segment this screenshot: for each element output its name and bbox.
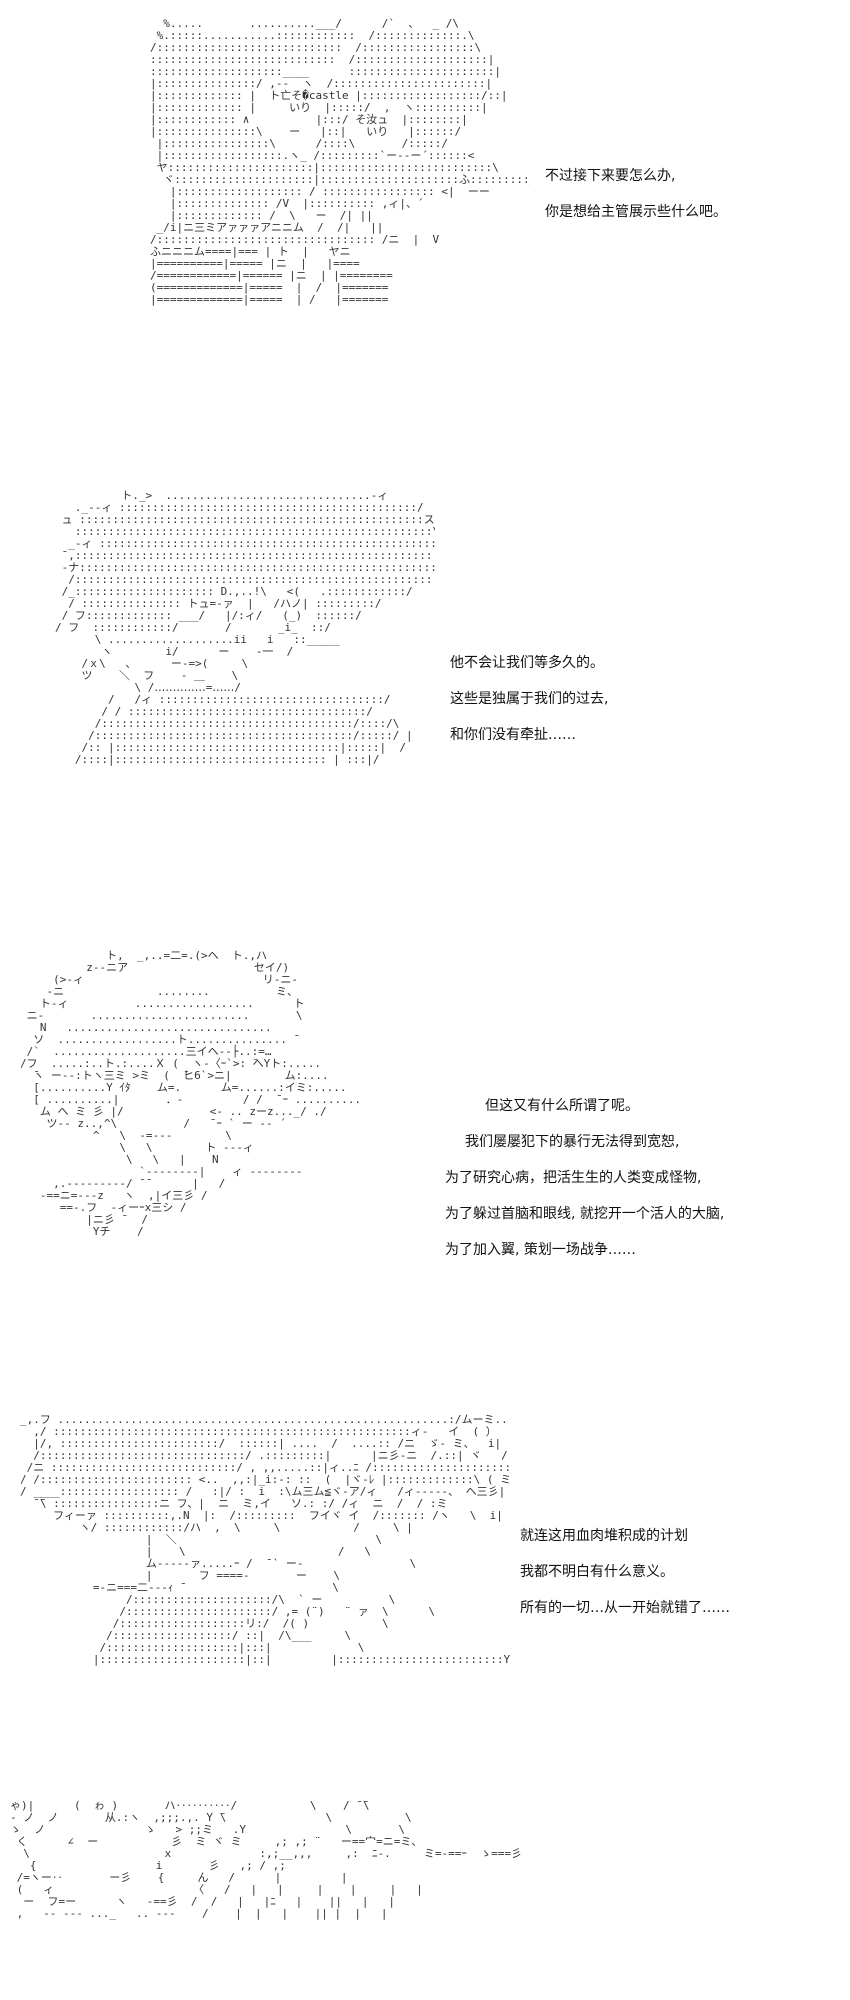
panel-1: %..... ..........___/ /` 、 _ /\ %.:::::.… bbox=[0, 0, 850, 450]
panel-1-dialog: 不过接下来要怎么办, 你是想给主管展示些什么吧。 bbox=[545, 158, 727, 230]
panel-3-dialog: 但这又有什么所谓了呢。 我们屡屡犯下的暴行无法得到宽恕, 为了研究心病，把活生生… bbox=[445, 1088, 724, 1268]
ascii-art-hooded-figure: _,.フ ...................................… bbox=[20, 1414, 510, 1666]
dialog-line: 为了加入翼, 策划一场战争…… bbox=[445, 1242, 636, 1258]
dialog-line: 他不会让我们等多久的。 bbox=[450, 655, 604, 671]
dialog-line: 不过接下来要怎么办, bbox=[545, 168, 676, 184]
dialog-line: 你是想给主管展示些什么吧。 bbox=[545, 204, 727, 220]
dialog-line: 我们屡屡犯下的暴行无法得到宽恕, bbox=[465, 1134, 680, 1150]
dialog-line: 所有的一切…从一开始就错了…… bbox=[520, 1600, 730, 1616]
dialog-line: 为了躲过首脑和眼线, 就挖开一个活人的大脑, bbox=[445, 1206, 725, 1222]
dialog-line: 就连这用血肉堆积成的计划 bbox=[520, 1528, 688, 1544]
ascii-art-smiling-figure: ト, _,..=二=.(>ヘ ト.,ハ z--ニア セイ/) (>-ィ リ-ニ-… bbox=[20, 950, 362, 1238]
panel-2: ト._> ...............................-ィ .… bbox=[0, 480, 850, 940]
panel-4-dialog: 就连这用血肉堆积成的计划 我都不明白有什么意义。 所有的一切…从一开始就错了…… bbox=[520, 1518, 730, 1626]
dialog-line: 这些是独属于我们的过去, bbox=[450, 691, 609, 707]
ascii-art-figure-face: ト._> ...............................-ィ .… bbox=[55, 490, 435, 766]
dialog-line: 和你们没有牵扯…… bbox=[450, 727, 576, 743]
panel-4: _,.フ ...................................… bbox=[0, 1400, 850, 1780]
panel-3: ト, _,..=二=.(>ヘ ト.,ハ z--ニア セイ/) (>-ィ リ-ニ-… bbox=[0, 930, 850, 1390]
ascii-art-cropped-scene: ゃ)| ( ゎ ) ハ‥‥‥‥‥/ \ / ̄ ̄\ - ノ ノ 从.:ヽ ,;… bbox=[10, 1800, 522, 1920]
ascii-art-two-figures: %..... ..........___/ /` 、 _ /\ %.:::::.… bbox=[150, 18, 530, 306]
dialog-line: 但这又有什么所谓了呢。 bbox=[485, 1098, 639, 1114]
dialog-line: 我都不明白有什么意义。 bbox=[520, 1564, 674, 1580]
panel-5: ゃ)| ( ゎ ) ハ‥‥‥‥‥/ \ / ̄ ̄\ - ノ ノ 从.:ヽ ,;… bbox=[0, 1790, 850, 2000]
dialog-line: 为了研究心病，把活生生的人类变成怪物, bbox=[445, 1170, 702, 1186]
panel-2-dialog: 他不会让我们等多久的。 这些是独属于我们的过去, 和你们没有牵扯…… bbox=[450, 645, 608, 753]
